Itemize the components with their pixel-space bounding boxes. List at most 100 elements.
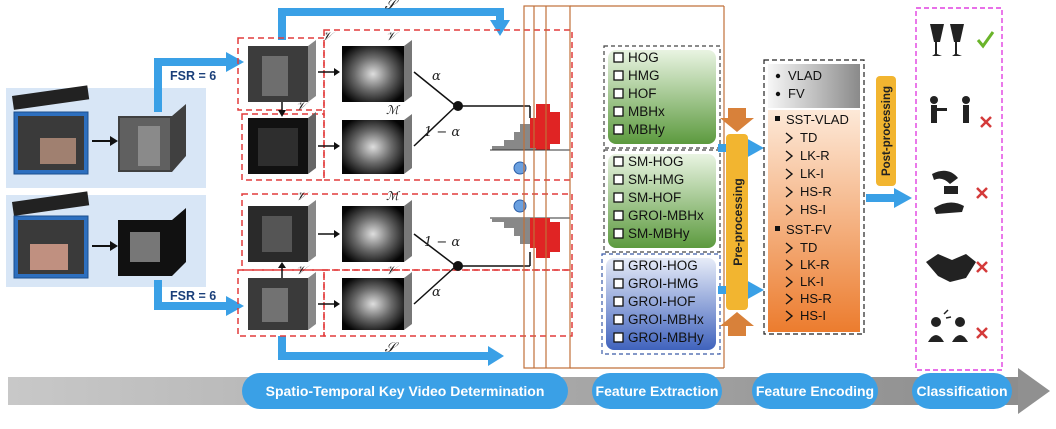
checkbox-icon [613, 278, 624, 289]
connector-lines [523, 5, 725, 369]
feature-item: GROI-HMG [628, 276, 699, 291]
chevron-right-icon [785, 132, 794, 144]
input-video-bottom [6, 191, 206, 287]
v-frame-label-3: 𝒱 [296, 189, 310, 203]
feature-item: GROI-MBHy [628, 330, 704, 345]
fusion-node [453, 101, 463, 111]
v-frame-label: 𝒱 [322, 29, 336, 43]
alpha-label-2: α [432, 285, 441, 300]
checkbox-icon [613, 88, 624, 99]
s-arrow-bottom: 𝒮 [278, 336, 504, 366]
bullet-icon [775, 116, 780, 121]
stage-classification-label: Classification [916, 383, 1007, 399]
toast-icon [930, 24, 964, 56]
pre-processing-block: Pre-processing [718, 108, 764, 336]
feature-group-3: GROI-HOGGROI-HMGGROI-HOFGROI-MBHxGROI-MB… [601, 253, 721, 355]
stage-feature-encoding-label: Feature Encoding [756, 383, 874, 399]
clapperboard-icon [11, 85, 90, 110]
punch-icon [930, 96, 970, 123]
chevron-right-icon [785, 259, 794, 271]
checkbox-icon [613, 156, 624, 167]
money-exchange-icon [932, 170, 964, 214]
checkbox-icon [613, 332, 624, 343]
encoding-item: FV [788, 86, 805, 101]
pre-processing-label: Pre-processing [731, 178, 745, 265]
checkbox-icon [613, 174, 624, 185]
chevron-right-icon [785, 310, 794, 322]
post-processing-label: Post-processing [881, 86, 893, 176]
one-minus-alpha-label: 1 − α [424, 125, 460, 140]
medal-icon [513, 161, 527, 175]
checkbox-icon [613, 124, 624, 135]
sst-fv-label: SST-FV [786, 222, 832, 237]
clapperboard-icon [12, 191, 90, 216]
feature-item: GROI-MBHx [628, 312, 704, 327]
one-minus-alpha-label-2: 1 − α [424, 235, 460, 250]
feature-item: HOG [628, 50, 659, 65]
sst-fv-item: LK-I [800, 274, 824, 289]
checkbox-icon [613, 314, 624, 325]
stage-key-video-label: Spatio-Temporal Key Video Determination [266, 383, 545, 399]
cross-icon-4 [976, 327, 988, 339]
cross-icon [980, 116, 992, 128]
feature-item: MBHy [628, 122, 665, 137]
feature-item: SM-MBHy [628, 226, 690, 241]
fsr-arrow-bottom: FSR = 6 [154, 280, 244, 316]
medal-icon-2 [513, 199, 527, 213]
bottom-branch: 𝒱 𝒱 ℳ 𝒱 1 − α α [237, 189, 573, 337]
checkbox-icon [613, 52, 624, 63]
feature-item: GROI-HOF [628, 294, 696, 309]
sst-fv-item: HS-R [800, 291, 832, 306]
stage-feature-extraction-pill [592, 373, 722, 409]
s-arrow-top: 𝒮 [278, 0, 510, 40]
checkbox-icon [613, 210, 624, 221]
sst-vlad-label: SST-VLAD [786, 112, 849, 127]
feature-item: SM-HMG [628, 172, 684, 187]
sst-fv-item: HS-I [800, 308, 826, 323]
v-heatmap-label: 𝒱 [386, 29, 400, 43]
sst-vlad-item: HS-I [800, 202, 826, 217]
feature-item: HOF [628, 86, 657, 101]
checkbox-icon [613, 192, 624, 203]
sst-fv-item: LK-R [800, 257, 830, 272]
checkbox-icon [613, 70, 624, 81]
bullet-icon [775, 226, 780, 231]
chevron-right-icon [785, 242, 794, 254]
chevron-right-icon [785, 204, 794, 216]
top-branch: 𝒱 𝒱 𝒱 ℳ α 1 − α [237, 29, 573, 181]
cross-icon-2 [976, 187, 988, 199]
checkbox-icon [613, 260, 624, 271]
bullet-icon [775, 91, 781, 97]
input-video-top [6, 85, 206, 188]
sst-vlad-item: TD [800, 130, 817, 145]
post-processing-block: Post-processing [866, 76, 912, 208]
chevron-right-icon [785, 150, 794, 162]
feature-item: GROI-MBHx [628, 208, 704, 223]
chevron-right-icon [785, 168, 794, 180]
talking-icon [928, 309, 968, 342]
m-heatmap-label: ℳ [386, 103, 401, 117]
feature-item: SM-HOG [628, 154, 684, 169]
alpha-label: α [432, 69, 441, 84]
encoding-block: VLADFVSST-VLADTDLK-RLK-IHS-RHS-ISST-FVTD… [763, 59, 865, 335]
stage-feature-extraction-label: Feature Extraction [596, 383, 719, 399]
bullet-icon [775, 73, 781, 79]
checkbox-icon [613, 106, 624, 117]
feature-item: SM-HOF [628, 190, 681, 205]
fsr-arrow-top: FSR = 6 [154, 52, 244, 112]
checkbox-icon [613, 228, 624, 239]
feature-item: MBHx [628, 104, 665, 119]
fusion-node-2 [453, 261, 463, 271]
checkbox-icon [613, 296, 624, 307]
fsr-top-label: FSR = 6 [170, 69, 216, 83]
stage-feature-encoding-pill [752, 373, 878, 409]
fsr-bottom-label: FSR = 6 [170, 289, 216, 303]
encoding-item: VLAD [788, 68, 822, 83]
classification-block [915, 7, 1003, 371]
pipeline-bar: Spatio-Temporal Key Video Determination … [8, 368, 1050, 414]
chevron-right-icon [785, 186, 794, 198]
